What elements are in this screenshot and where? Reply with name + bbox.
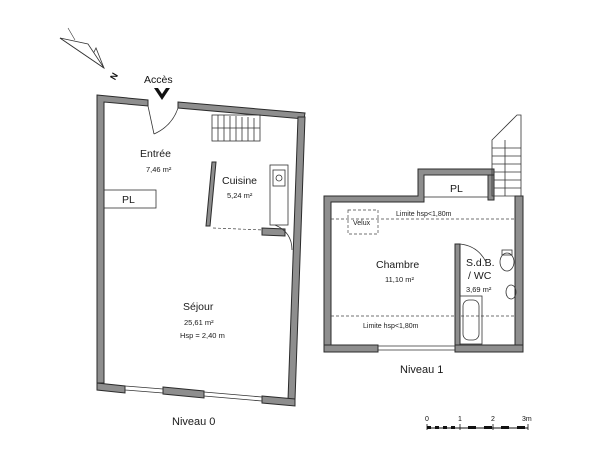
room-entree-name: Entrée <box>140 148 171 160</box>
room-entree-area: 7,46 m² <box>146 165 172 174</box>
velux-label: Velux <box>353 220 371 227</box>
scale-label-2: 2 <box>491 416 495 423</box>
room-sdb-area: 3,69 m² <box>466 285 492 294</box>
scale-label-1: 1 <box>458 416 462 423</box>
room-sejour-area: 25,61 m² <box>184 318 214 327</box>
scale-label-0: 0 <box>425 416 429 423</box>
compass: N <box>59 27 120 82</box>
limit-top-label: Limite hsp<1,80m <box>396 211 452 218</box>
room-cuisine-area: 5,24 m² <box>227 191 253 200</box>
level-1-title: Niveau 1 <box>400 364 443 376</box>
room-cuisine-name: Cuisine <box>222 175 257 187</box>
room-chambre-area: 11,10 m² <box>385 275 415 284</box>
room-sejour-name: Séjour <box>183 301 214 313</box>
scale-label-3: 3m <box>522 416 532 423</box>
room-sejour-height: Hsp = 2,40 m <box>180 331 225 340</box>
room-sdb-name-2: / WC <box>468 270 492 282</box>
access-label: Accès <box>144 74 173 86</box>
limit-bottom-label: Limite hsp<1,80m <box>363 323 419 330</box>
level-0-plan: PL Entrée 7,46 m² Cuisine 5,24 m² Séjour… <box>96 94 306 428</box>
level1-closet-label: PL <box>450 183 463 195</box>
scale-bar: 0 1 2 3m <box>425 416 532 430</box>
level-0-title: Niveau 0 <box>172 416 215 428</box>
level-1-plan: PL Limite hsp<1,80m Limite hsp<1,80m Vel… <box>323 114 524 376</box>
room-chambre-name: Chambre <box>376 259 419 271</box>
level0-closet-label: PL <box>122 194 135 206</box>
room-sdb-name: S.d.B. <box>466 257 495 269</box>
compass-letter: N <box>108 71 120 82</box>
